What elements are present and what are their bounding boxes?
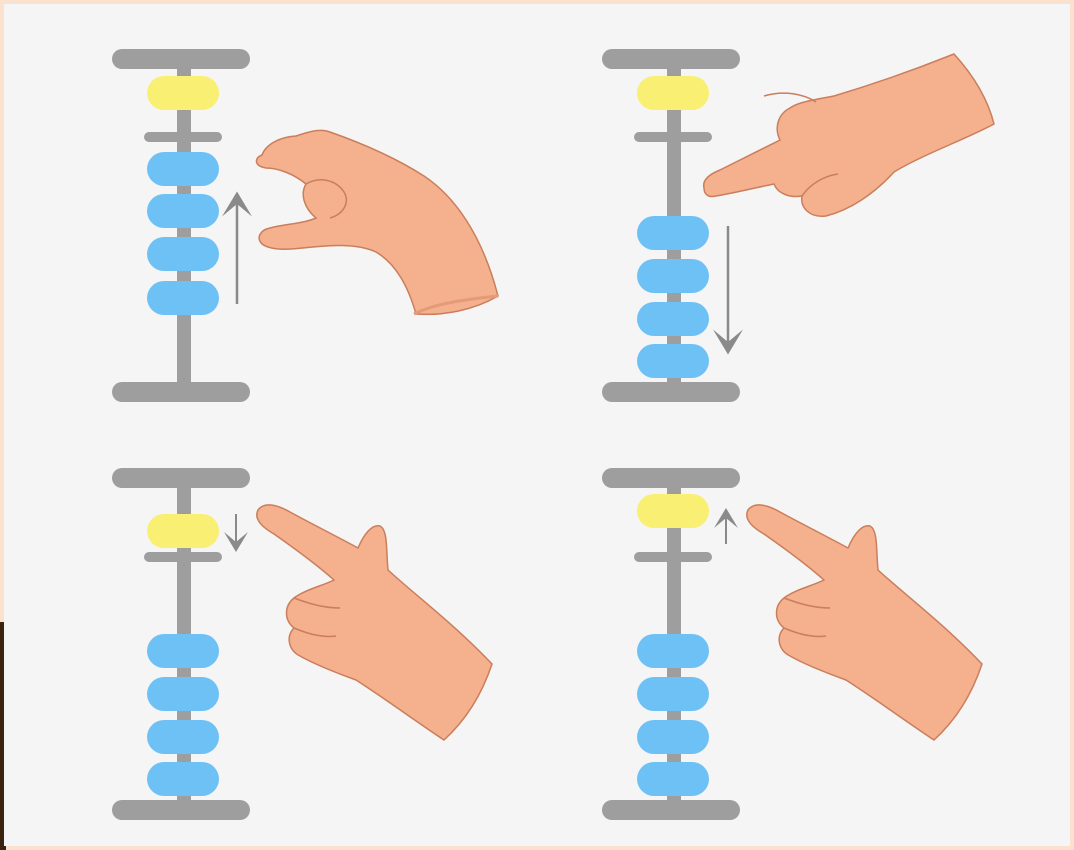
- earth-bead: [147, 194, 219, 228]
- earth-bead: [147, 237, 219, 271]
- earth-bead: [637, 720, 709, 754]
- panel-earth-bead-push-up: [112, 49, 499, 402]
- heaven-bead: [637, 76, 709, 110]
- panel-earth-bead-push-down: [602, 49, 995, 402]
- abacus-bottom-bar: [112, 382, 250, 402]
- abacus-beam: [634, 132, 712, 142]
- abacus-column: [602, 49, 740, 402]
- heaven-bead: [147, 76, 219, 110]
- panel-heaven-bead-push-up: [602, 468, 983, 820]
- earth-bead: [637, 302, 709, 336]
- abacus-top-bar: [112, 468, 250, 488]
- earth-bead: [637, 344, 709, 378]
- earth-bead: [147, 281, 219, 315]
- earth-bead: [147, 677, 219, 711]
- pointing-hand: [702, 53, 995, 217]
- earth-bead: [147, 152, 219, 186]
- pinching-hand: [255, 129, 499, 316]
- pointing-hand: [746, 504, 983, 741]
- abacus-top-bar: [112, 49, 250, 69]
- earth-bead: [147, 762, 219, 796]
- heaven-bead: [637, 494, 709, 528]
- earth-bead: [147, 720, 219, 754]
- diagram-svg: [112, 49, 995, 820]
- earth-bead: [147, 634, 219, 668]
- abacus-bottom-bar: [602, 382, 740, 402]
- abacus-beam: [144, 552, 222, 562]
- earth-bead: [637, 634, 709, 668]
- abacus-beam: [144, 132, 222, 142]
- panel-heaven-bead-push-down: [112, 468, 493, 820]
- frame-edge: [0, 622, 6, 850]
- pointing-hand: [256, 504, 493, 741]
- abacus-bottom-bar: [602, 800, 740, 820]
- abacus-rod: [177, 64, 191, 394]
- earth-bead: [637, 762, 709, 796]
- abacus-bottom-bar: [112, 800, 250, 820]
- earth-bead: [637, 216, 709, 250]
- heaven-bead: [147, 514, 219, 548]
- earth-bead: [637, 677, 709, 711]
- abacus-finger-technique-diagram: [4, 4, 1070, 846]
- abacus-column: [112, 468, 250, 820]
- abacus-beam: [634, 552, 712, 562]
- abacus-top-bar: [602, 49, 740, 69]
- abacus-column: [112, 49, 250, 402]
- abacus-column: [602, 468, 740, 820]
- earth-bead: [637, 259, 709, 293]
- abacus-top-bar: [602, 468, 740, 488]
